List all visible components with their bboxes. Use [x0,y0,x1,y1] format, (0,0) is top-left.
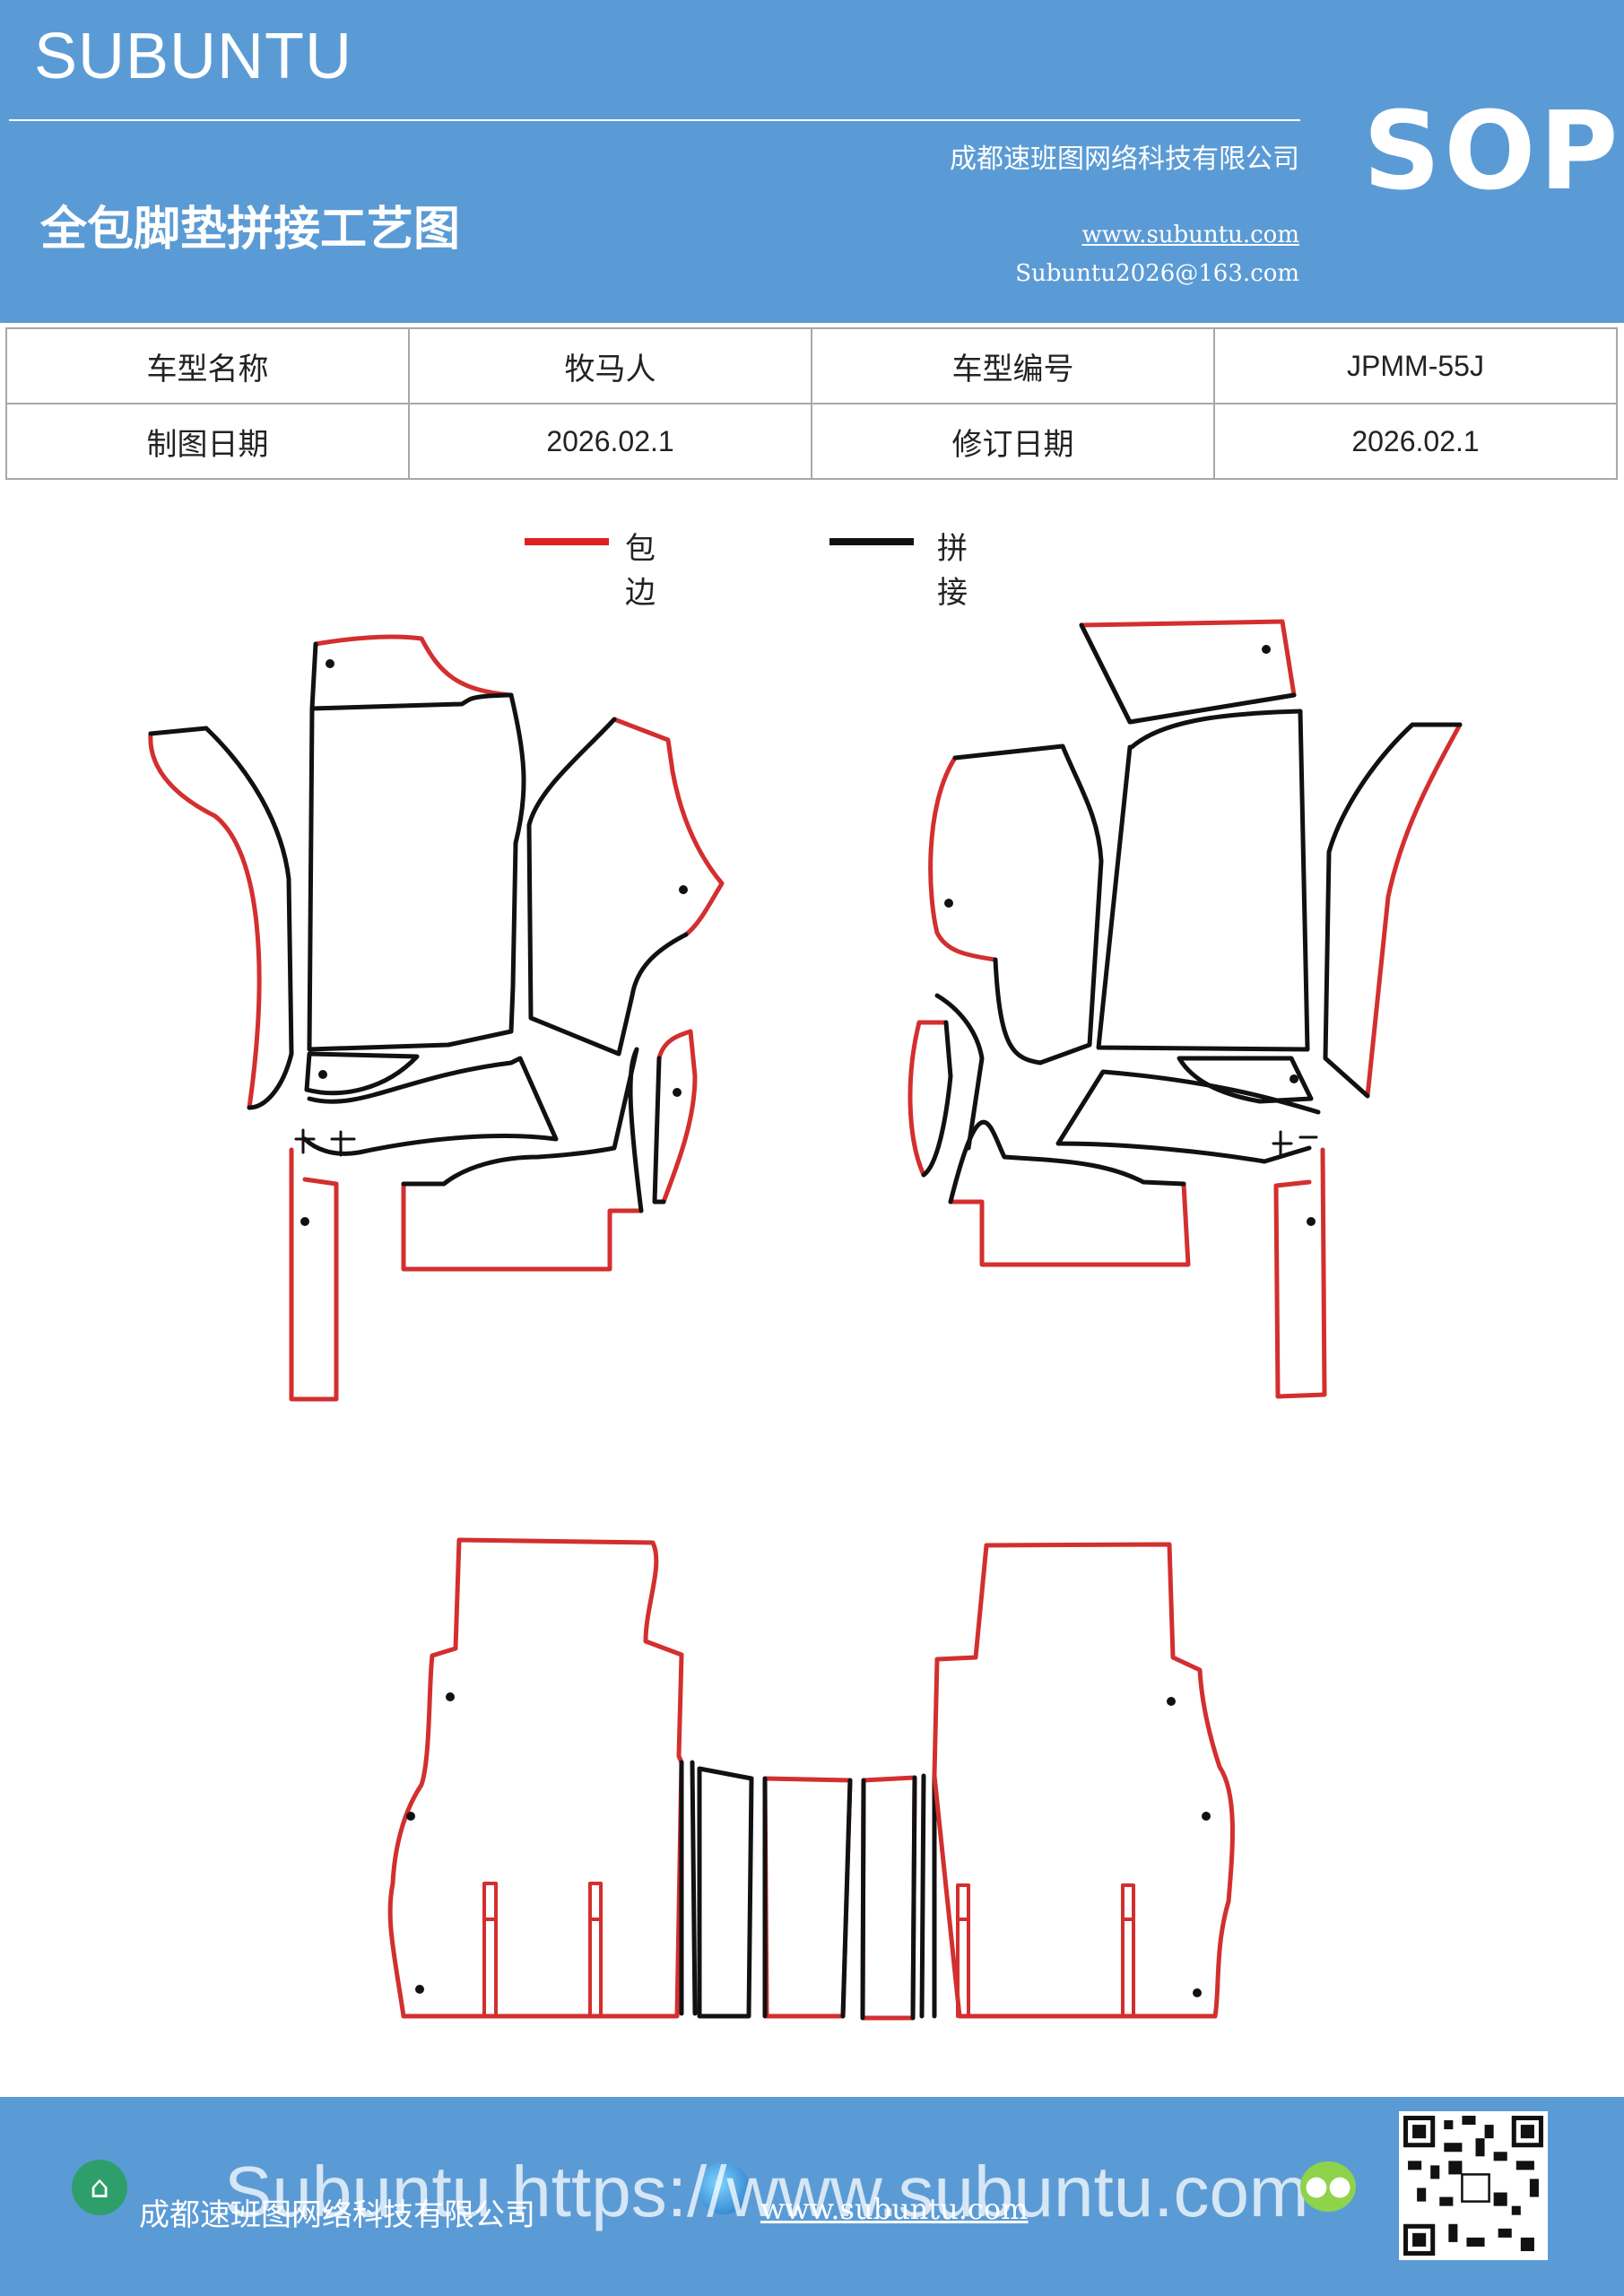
mat-piece [908,1020,949,1178]
mat-piece [526,717,689,1057]
fastener-dot [1290,1074,1298,1083]
mat-piece [289,1147,339,1402]
mat-piece [656,1029,698,1205]
mat-piece [952,744,1104,1065]
page-title: 全包脚垫拼接工艺图 [40,202,461,257]
mat-piece [309,641,514,711]
footer-company-name: 成都速班图网络科技有限公司 [139,2197,535,2233]
mat-piece [932,1542,1235,2019]
table-row: 车型名称 牧马人 车型编号 JPMM-55J [5,327,1618,404]
mat-piece [1079,622,1297,725]
footer-website-link[interactable]: www.subuntu.com [760,2192,1029,2226]
qr-code[interactable] [1399,2111,1548,2260]
mat-piece [401,1181,644,1272]
legend-label: 拼接 [937,531,968,611]
mat-piece [588,1882,603,2018]
email-address: Subuntu2026@163.com [1015,260,1299,287]
table-cell: JPMM-55J [1213,327,1618,404]
table-cell: 制图日期 [5,403,410,480]
mat-piece [679,1760,698,2016]
table-cell: 牧马人 [408,327,812,404]
fastener-dot [446,1692,455,1701]
fastener-dot [1167,1697,1176,1706]
mat-piece [482,1882,498,2018]
footer-banner: ⌂ 成都速班图网络科技有限公司 www.subuntu.com Subuntu … [0,2097,1624,2296]
mat-piece [1055,1069,1321,1164]
fastener-dot [1193,1988,1202,1997]
brand-logo-text: SUBUNTU [34,21,353,92]
header-divider [9,119,1300,121]
fastener-dot [326,659,334,668]
mat-piece [860,1775,917,2021]
fastener-points [300,645,1316,1997]
mat-piece [1272,1130,1318,1159]
legend-swatch-black [829,538,914,545]
vehicle-info-table: 车型名称 牧马人 车型编号 JPMM-55J 制图日期 2026.02.1 修订… [5,327,1618,480]
globe-icon [698,2162,750,2214]
mat-piece [697,1766,754,2019]
table-cell: 车型名称 [5,327,410,404]
left-front-mat-group [148,634,725,1402]
mat-piece [934,993,985,1151]
sop-badge: SOP [1363,90,1622,214]
mat-piece [148,731,262,1110]
wechat-icon: ●● [1300,2161,1356,2212]
mat-piece [1079,619,1297,725]
fastener-dot [1307,1217,1316,1226]
mat-piece [762,1776,853,2019]
website-link[interactable]: www.subuntu.com [1081,222,1300,248]
mat-piece [313,634,514,698]
table-cell: 2026.02.1 [1213,403,1618,480]
mat-piece [612,717,725,937]
mat-piece [919,1773,937,2019]
mat-piece [948,1181,1191,1267]
footer-watermark: Subuntu https://www.subuntu.com [224,2152,1309,2231]
fastener-dot [318,1070,327,1079]
legend-swatch-red [525,538,609,545]
fastener-dot [406,1812,415,1821]
fastener-dot [1262,645,1271,654]
company-name: 成都速班图网络科技有限公司 [950,144,1299,175]
fastener-dot [944,899,953,908]
mat-piece [304,1051,420,1096]
mat-piece [928,755,998,962]
mat-piece [401,1047,644,1213]
mat-piece [948,1119,1186,1205]
fastener-dot [300,1217,309,1226]
fastener-dot [679,885,688,894]
fastener-dot [673,1088,682,1097]
mat-piece [294,1128,356,1157]
mat-piece [652,1056,666,1205]
header-banner: SUBUNTU SOP 成都速班图网络科技有限公司 全包脚垫拼接工艺图 www.… [0,0,1624,323]
mat-piece [860,1775,917,2021]
mat-piece [148,726,294,1110]
rear-mat-group [387,1537,1235,2021]
mat-piece [1273,1147,1327,1399]
legend-label: 包边 [625,531,656,611]
mat-piece [762,1776,853,2019]
fastener-dot [415,1985,424,1994]
table-cell: 车型编号 [811,327,1215,404]
fastener-dot [1202,1812,1211,1821]
table-row: 制图日期 2026.02.1 修订日期 2026.02.1 [5,403,1618,480]
mat-piece [1365,722,1463,1099]
mat-piece [1323,722,1463,1099]
building-icon: ⌂ [72,2160,127,2215]
right-front-mat-group [908,619,1463,1399]
mat-piece [1121,1883,1135,2018]
mat-piece [307,692,526,1052]
mat-piece [921,1020,953,1178]
mat-piece [956,1883,970,2018]
table-cell: 修订日期 [811,403,1215,480]
mat-piece [1096,709,1310,1052]
table-cell: 2026.02.1 [408,403,812,480]
mat-piece [387,1537,684,2019]
